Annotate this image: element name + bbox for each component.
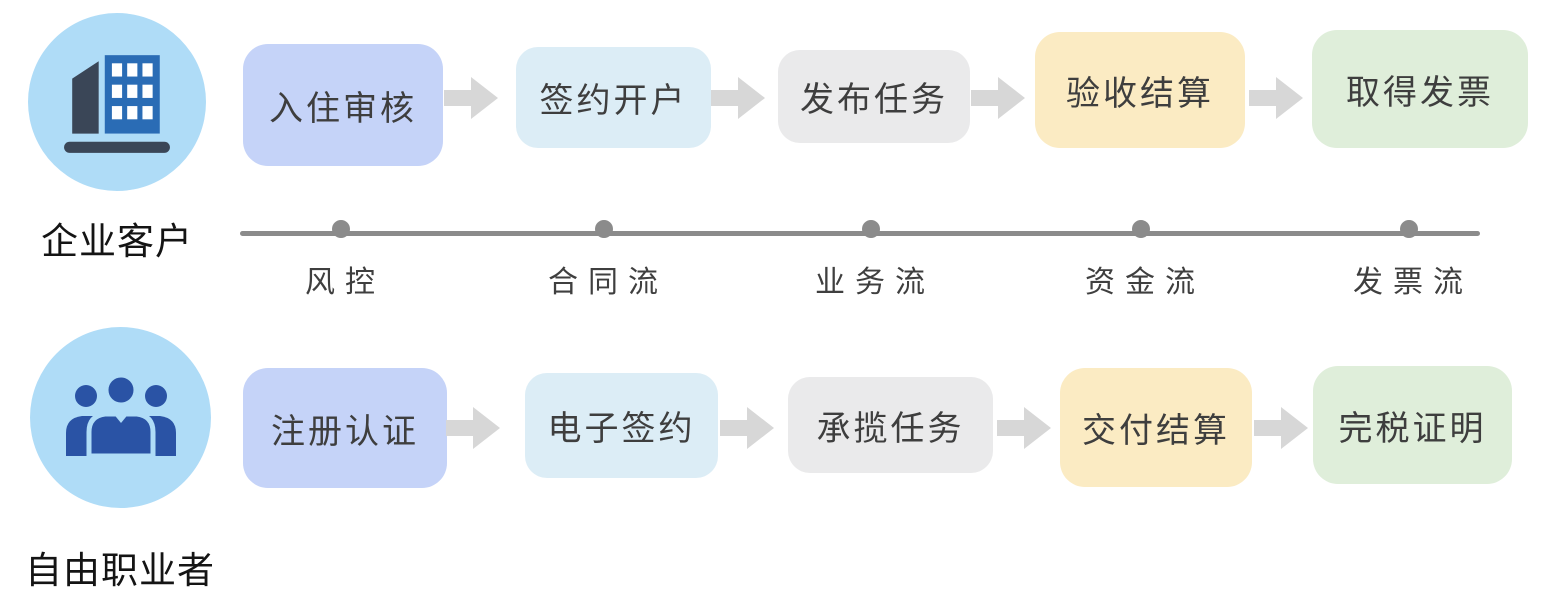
- arrow-right-icon: [444, 77, 498, 119]
- building-icon: [64, 55, 170, 153]
- arrow-right-icon: [720, 407, 774, 449]
- freelancer-step-register-certify: 注册认证: [243, 368, 447, 488]
- timeline-line: [240, 231, 1480, 236]
- arrow-right-icon: [971, 77, 1025, 119]
- step-label: 发布任务: [800, 81, 948, 119]
- enterprise-step-acceptance-settlement: 验收结算: [1035, 32, 1245, 148]
- timeline-node-dot: [595, 220, 613, 238]
- timeline-label-risk-control: 风控: [305, 266, 385, 299]
- freelancer-avatar: [30, 327, 211, 508]
- enterprise-step-sign-open-account: 签约开户: [516, 47, 711, 148]
- timeline-node-dot: [1132, 220, 1150, 238]
- step-label: 注册认证: [271, 412, 419, 451]
- arrow-right-icon: [1249, 77, 1303, 119]
- timeline-label-capital-flow: 资金流: [1085, 266, 1205, 299]
- enterprise-avatar: [28, 13, 206, 191]
- freelancer-step-delivery-settlement: 交付结算: [1060, 368, 1252, 487]
- timeline-node-dot: [332, 220, 350, 238]
- arrow-right-icon: [1254, 407, 1308, 449]
- timeline-label-business-flow: 业务流: [815, 266, 935, 299]
- step-label: 电子签约: [547, 410, 696, 448]
- step-label: 取得发票: [1346, 73, 1494, 112]
- people-group-icon: [65, 372, 176, 458]
- freelancer-step-e-sign: 电子签约: [525, 373, 718, 478]
- step-label: 验收结算: [1066, 74, 1214, 113]
- freelancer-step-tax-certificate: 完税证明: [1313, 366, 1512, 484]
- step-label: 承揽任务: [816, 409, 965, 448]
- step-label: 入住审核: [269, 89, 417, 128]
- freelancer-step-undertake-task: 承揽任务: [788, 377, 993, 473]
- timeline-node-dot: [1400, 220, 1418, 238]
- enterprise-step-entry-review: 入住审核: [243, 44, 443, 166]
- arrow-right-icon: [711, 77, 765, 119]
- timeline-node-dot: [862, 220, 880, 238]
- freelancer-actor-label: 自由职业者: [25, 550, 215, 591]
- step-label: 签约开户: [539, 82, 688, 120]
- step-label: 完税证明: [1338, 409, 1487, 448]
- enterprise-actor-label: 企业客户: [41, 221, 193, 262]
- timeline-label-invoice-flow: 发票流: [1353, 266, 1473, 299]
- step-label: 交付结算: [1082, 412, 1230, 450]
- timeline-label-contract-flow: 合同流: [548, 266, 668, 299]
- enterprise-step-obtain-invoice: 取得发票: [1312, 30, 1528, 148]
- enterprise-step-publish-task: 发布任务: [778, 50, 970, 143]
- arrow-right-icon: [446, 407, 500, 449]
- arrow-right-icon: [997, 407, 1051, 449]
